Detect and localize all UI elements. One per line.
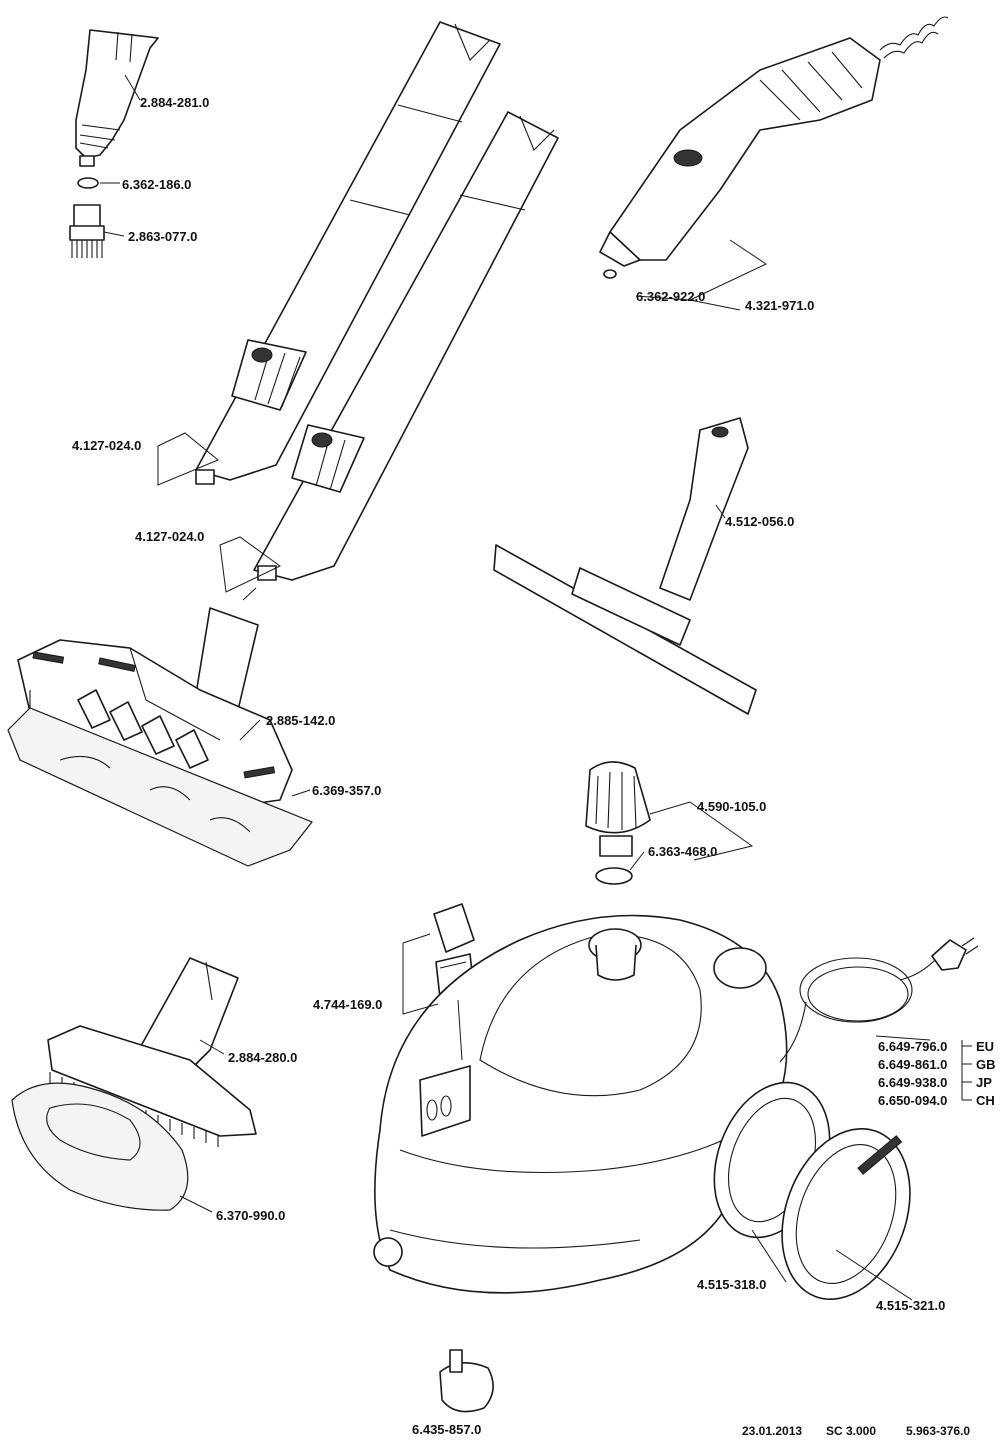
cable-variant-part: 6.650-094.0 <box>878 1093 947 1108</box>
cable-variant-region: GB <box>976 1057 996 1072</box>
footer-date: 23.01.2013 <box>742 1424 802 1437</box>
steam-gun-part <box>599 37 881 267</box>
label-4744-169: 4.744-169.0 <box>313 997 382 1012</box>
steam-cleaner-body <box>373 914 788 1294</box>
cable-variant-region: CH <box>976 1093 995 1108</box>
o-ring-part <box>77 177 99 189</box>
extension-tube-part-2 <box>253 111 559 581</box>
window-squeegee-part <box>493 417 757 715</box>
wheel-part-2 <box>781 1127 911 1301</box>
hand-brush-part <box>47 957 257 1147</box>
label-2884-280: 2.884-280.0 <box>228 1050 297 1065</box>
brush-cover-part <box>11 1082 189 1211</box>
label-6370-990: 6.370-990.0 <box>216 1208 285 1223</box>
label-2884-281: 2.884-281.0 <box>140 95 209 110</box>
cable-variant-region: EU <box>976 1039 994 1054</box>
part-labels: 2.884-281.0 6.362-186.0 2.863-077.0 4.12… <box>72 95 945 1437</box>
gun-o-ring-part <box>603 269 617 279</box>
round-brush-part <box>69 204 105 258</box>
label-4590-105: 4.590-105.0 <box>697 799 766 814</box>
label-6369-357: 6.369-357.0 <box>312 783 381 798</box>
label-4515-318: 4.515-318.0 <box>697 1277 766 1292</box>
cable-variant-part: 6.649-796.0 <box>878 1039 947 1054</box>
label-2863-077: 2.863-077.0 <box>128 229 197 244</box>
power-cable-part <box>779 937 979 1063</box>
cable-variant-region: JP <box>976 1075 992 1090</box>
label-4127-024-b: 4.127-024.0 <box>135 529 204 544</box>
label-4127-024-a: 4.127-024.0 <box>72 438 141 453</box>
cable-variant-list: 6.649-796.0 EU 6.649-861.0 GB 6.649-938.… <box>878 1039 996 1108</box>
label-6435-857: 6.435-857.0 <box>412 1422 481 1437</box>
extension-tube-part <box>195 21 501 485</box>
cable-variant-part: 6.649-861.0 <box>878 1057 947 1072</box>
floor-cloth-part <box>7 707 313 867</box>
caster-part <box>439 1349 494 1413</box>
leader-lines <box>100 74 972 1301</box>
label-6363-468: 6.363-468.0 <box>648 844 717 859</box>
footer: 23.01.2013 SC 3.000 5.963-376.0 <box>742 1424 970 1438</box>
footer-doc-number: 5.963-376.0 <box>906 1424 970 1437</box>
steam-hose-coil <box>879 16 949 59</box>
cable-variant-part: 6.649-938.0 <box>878 1075 947 1090</box>
cap-seal-part <box>595 867 633 885</box>
detail-nozzle-part <box>75 29 159 167</box>
label-4515-321: 4.515-321.0 <box>876 1298 945 1313</box>
label-6362-186: 6.362-186.0 <box>122 177 191 192</box>
footer-model: SC 3.000 <box>826 1424 876 1437</box>
label-2885-142: 2.885-142.0 <box>266 713 335 728</box>
label-4321-971: 4.321-971.0 <box>745 298 814 313</box>
label-6362-922: 6.362-922.0 <box>636 289 705 304</box>
label-4512-056: 4.512-056.0 <box>725 514 794 529</box>
safety-cap-part <box>585 761 651 857</box>
